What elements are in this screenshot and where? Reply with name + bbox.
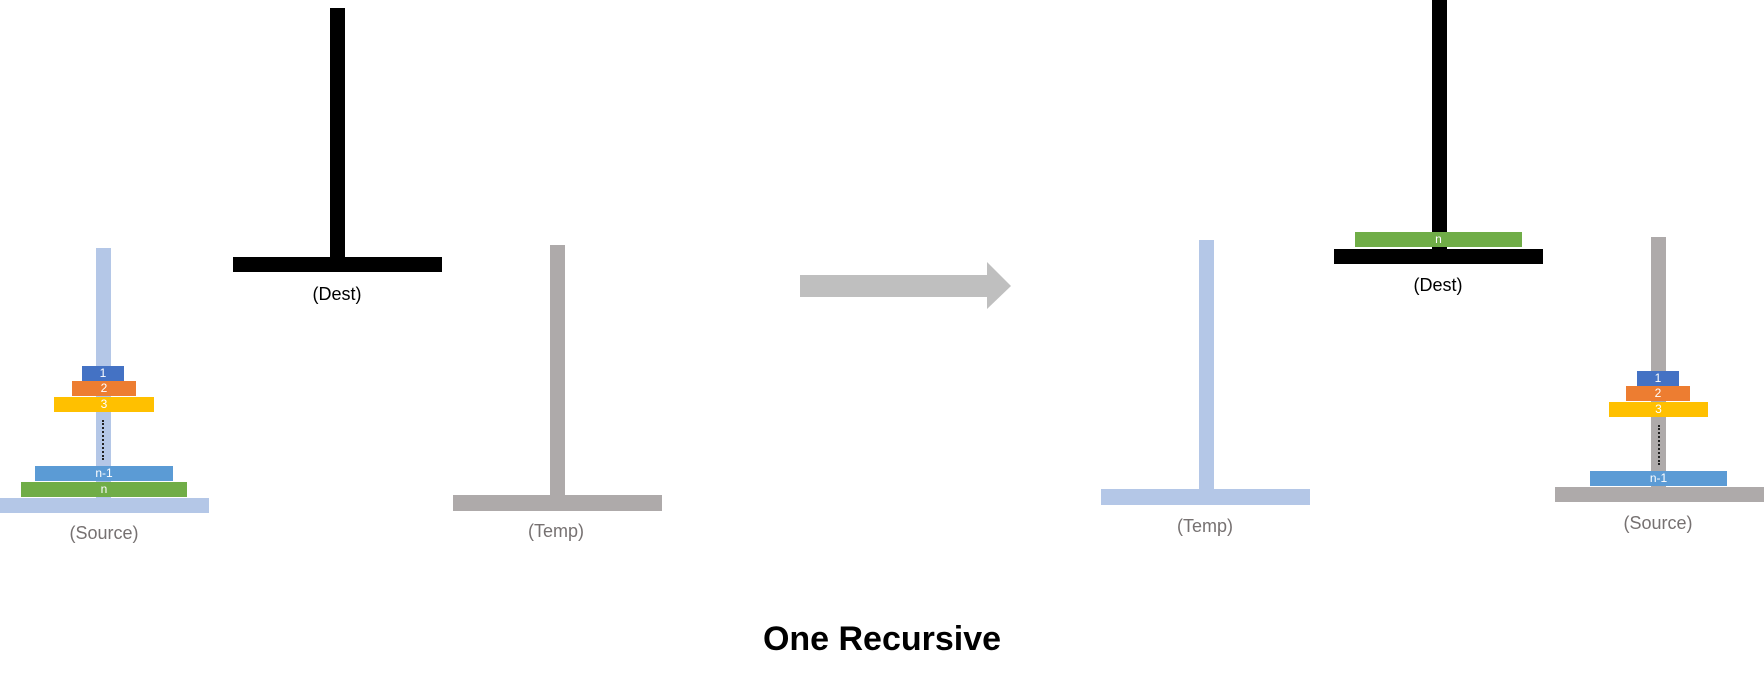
after-dest-base — [1334, 249, 1543, 264]
after-disk-1: 1 — [1637, 371, 1679, 386]
diagram-title: One Recursive — [762, 620, 1002, 658]
after-disk-n: n — [1355, 232, 1522, 247]
disk-3: 3 — [54, 397, 154, 412]
after-temp-pole — [1199, 240, 1214, 498]
after-temp-base — [1101, 489, 1310, 505]
temp-pole — [550, 245, 565, 503]
dest-pole — [330, 8, 345, 260]
after-temp-label: (Temp) — [1176, 516, 1233, 536]
after-dest-pole — [1432, 0, 1447, 252]
temp-label: (Temp) — [527, 521, 584, 541]
temp-base — [453, 495, 662, 511]
disk-n: n — [21, 482, 187, 497]
source-label: (Source) — [69, 523, 139, 543]
after-source-base — [1555, 487, 1764, 502]
after-ellipsis-dots — [1658, 425, 1660, 465]
ellipsis-dots — [102, 420, 104, 460]
after-source-pole — [1651, 237, 1666, 502]
disk-n-minus-1: n-1 — [35, 466, 173, 481]
after-source-label: (Source) — [1623, 513, 1693, 533]
dest-base — [233, 257, 442, 272]
after-disk-3: 3 — [1609, 402, 1708, 417]
source-base — [0, 498, 209, 513]
right-arrow-icon — [800, 262, 1011, 309]
after-disk-2: 2 — [1626, 386, 1690, 401]
after-disk-n-minus-1: n-1 — [1590, 471, 1727, 486]
after-dest-label: (Dest) — [1413, 275, 1463, 295]
dest-label: (Dest) — [312, 284, 362, 304]
disk-2: 2 — [72, 381, 136, 396]
disk-1: 1 — [82, 366, 124, 381]
